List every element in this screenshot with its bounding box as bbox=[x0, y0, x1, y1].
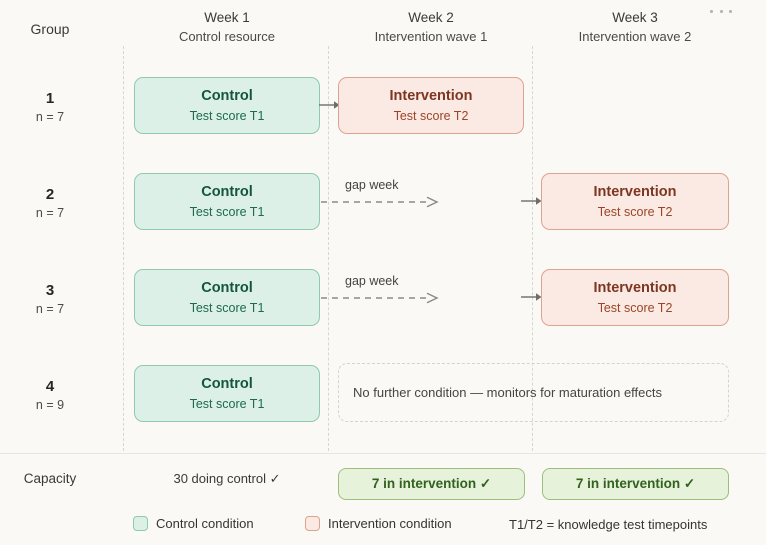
card-title: Control bbox=[201, 88, 253, 105]
intervention-swatch-icon bbox=[305, 516, 320, 531]
more-options-icon[interactable] bbox=[710, 4, 732, 18]
card-title: Control bbox=[201, 280, 253, 297]
week2-subtitle: Intervention wave 1 bbox=[374, 28, 488, 44]
dot-2 bbox=[719, 9, 723, 13]
group-n: n = 7 bbox=[35, 109, 65, 124]
group-label-2: 2 n = 7 bbox=[0, 186, 100, 222]
group-number: 3 bbox=[45, 282, 55, 299]
control-swatch-icon bbox=[133, 516, 148, 531]
capacity-week2-pill[interactable]: 7 in intervention ✓ bbox=[338, 468, 525, 500]
dot-3 bbox=[729, 9, 732, 13]
no-further-condition-text: No further condition — monitors for matu… bbox=[353, 385, 663, 400]
card-group2-week3-intervention[interactable]: Intervention Test score T2 bbox=[541, 173, 729, 230]
column-header-week2: Week 2 Intervention wave 1 bbox=[351, 8, 511, 46]
card-title: Control bbox=[201, 184, 253, 201]
capacity-week3-pill[interactable]: 7 in intervention ✓ bbox=[542, 468, 729, 500]
legend-control-label: Control condition bbox=[156, 516, 254, 531]
column-divider-2 bbox=[328, 46, 329, 451]
legend-control: Control condition bbox=[133, 516, 254, 531]
card-title: Intervention bbox=[389, 88, 473, 105]
card-group4-week1-control[interactable]: Control Test score T1 bbox=[134, 365, 320, 422]
card-subtitle: Test score T1 bbox=[189, 204, 265, 219]
group-column-header: Group bbox=[30, 21, 70, 37]
card-group1-week1-control[interactable]: Control Test score T1 bbox=[134, 77, 320, 134]
card-subtitle: Test score T1 bbox=[189, 108, 265, 123]
legend-intervention-label: Intervention condition bbox=[328, 516, 452, 531]
group-number: 1 bbox=[45, 90, 55, 107]
capacity-week1-value: 30 doing control ✓ bbox=[173, 471, 281, 486]
arrow-group2-gap-week bbox=[321, 196, 439, 208]
group-label-4: 4 n = 9 bbox=[0, 378, 100, 414]
group-n: n = 7 bbox=[35, 205, 65, 220]
group-label-3: 3 n = 7 bbox=[0, 282, 100, 318]
column-header-week1: Week 1 Control resource bbox=[147, 8, 307, 46]
gap-week-label-group2: gap week bbox=[345, 178, 399, 192]
no-further-condition-box: No further condition — monitors for matu… bbox=[338, 363, 729, 422]
arrow-group3-into-week3 bbox=[521, 293, 542, 301]
column-divider-3 bbox=[532, 46, 533, 451]
dot-1 bbox=[710, 9, 713, 13]
card-group3-week1-control[interactable]: Control Test score T1 bbox=[134, 269, 320, 326]
capacity-label: Capacity bbox=[23, 471, 77, 486]
group-label-1: 1 n = 7 bbox=[0, 90, 100, 126]
week1-title: Week 1 bbox=[204, 10, 250, 25]
card-subtitle: Test score T2 bbox=[597, 300, 673, 315]
group-n: n = 7 bbox=[35, 301, 65, 316]
card-subtitle: Test score T2 bbox=[597, 204, 673, 219]
group-n: n = 9 bbox=[35, 397, 65, 412]
gap-week-label-group3: gap week bbox=[345, 274, 399, 288]
card-title: Control bbox=[201, 376, 253, 393]
week3-title: Week 3 bbox=[612, 10, 658, 25]
arrow-group3-gap-week bbox=[321, 292, 439, 304]
capacity-divider bbox=[0, 453, 766, 454]
card-subtitle: Test score T1 bbox=[189, 396, 265, 411]
arrow-group1-week1-to-week2 bbox=[319, 101, 340, 109]
card-group1-week2-intervention[interactable]: Intervention Test score T2 bbox=[338, 77, 524, 134]
card-group2-week1-control[interactable]: Control Test score T1 bbox=[134, 173, 320, 230]
card-group3-week3-intervention[interactable]: Intervention Test score T2 bbox=[541, 269, 729, 326]
card-title: Intervention bbox=[593, 280, 677, 297]
card-title: Intervention bbox=[593, 184, 677, 201]
week1-subtitle: Control resource bbox=[178, 28, 276, 44]
arrow-group2-into-week3 bbox=[521, 197, 542, 205]
card-subtitle: Test score T1 bbox=[189, 300, 265, 315]
column-divider-1 bbox=[123, 46, 124, 451]
card-subtitle: Test score T2 bbox=[393, 108, 469, 123]
legend-timepoints-note: T1/T2 = knowledge test timepoints bbox=[509, 517, 708, 532]
column-header-week3: Week 3 Intervention wave 2 bbox=[555, 8, 715, 46]
group-number: 4 bbox=[45, 378, 55, 395]
week2-title: Week 2 bbox=[408, 10, 454, 25]
group-number: 2 bbox=[45, 186, 55, 203]
week3-subtitle: Intervention wave 2 bbox=[578, 28, 692, 44]
legend-intervention: Intervention condition bbox=[305, 516, 452, 531]
